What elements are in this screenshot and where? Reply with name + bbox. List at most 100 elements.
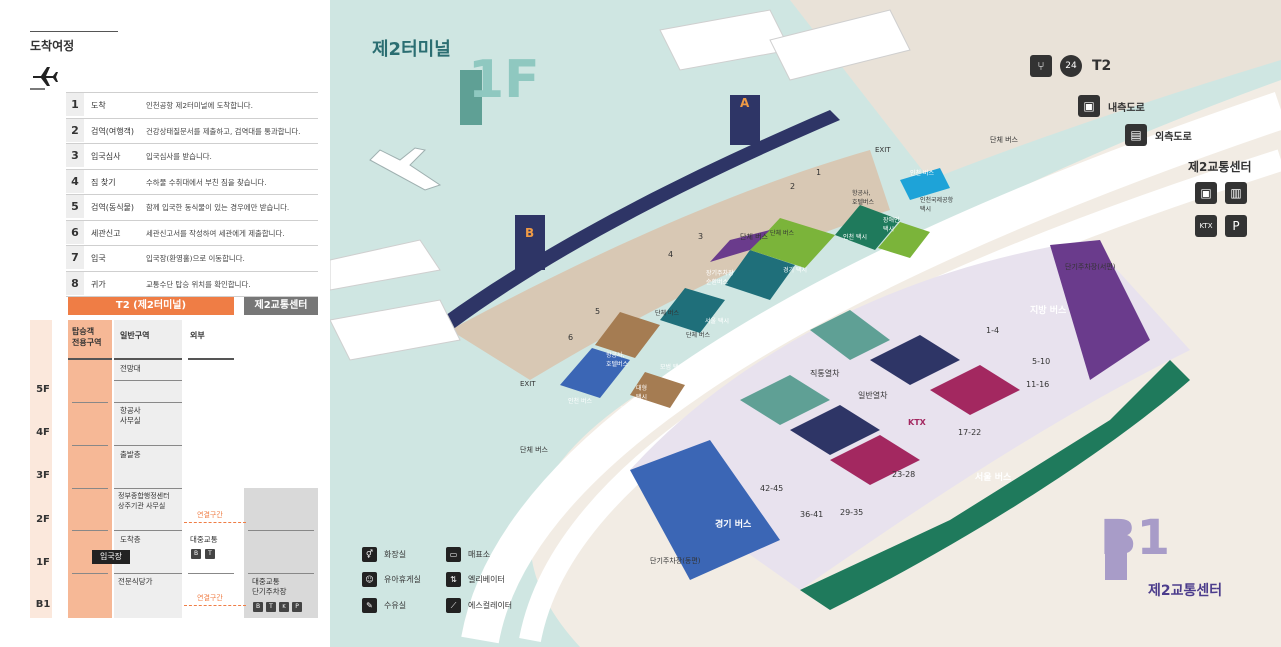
- stop-5a-label: 단체 버스: [655, 310, 679, 317]
- departure-floor-label: 출발층: [120, 450, 141, 459]
- stop-6e-label: 모범 택시: [660, 364, 684, 371]
- passenger-only-header: 탑승객 전용구역: [72, 327, 102, 347]
- nursing-room-icon: ☺: [362, 572, 377, 587]
- step-description: 입국장(환영홀)으로 이동합니다.: [146, 254, 245, 263]
- baby-bottle-icon: ✎: [362, 598, 377, 613]
- stop-2b-block: [878, 222, 930, 258]
- stop-3b-label: 장기주차장 순환버스: [706, 270, 734, 286]
- gate-a-label: A: [740, 96, 750, 110]
- group-bus-mid-label: 단체 버스: [740, 233, 768, 241]
- stop-3b-block: [710, 230, 770, 262]
- step-name: 도착: [91, 101, 106, 110]
- stop-2a-label: 항공사, 호텔버스: [852, 190, 875, 206]
- ktx-icon: K: [279, 602, 289, 612]
- gate-a-tower: [730, 95, 760, 145]
- floor-label-4f: 4F: [36, 427, 50, 438]
- line: [188, 573, 234, 574]
- step-name: 세관신고: [91, 228, 121, 238]
- traffic-center-label: 제2교통센터: [1188, 160, 1252, 174]
- step-description: 인천공항 제2터미널에 도착합니다.: [146, 101, 253, 110]
- rail-stairs-2: [870, 335, 960, 385]
- food-court-label: 전문식당가: [118, 577, 153, 586]
- train-icon: T: [266, 602, 276, 612]
- general-area-header: 일반구역: [120, 331, 150, 340]
- gyeonggi-bus-lane: [630, 440, 780, 580]
- legend-nursing: ☺ 유아휴게실: [362, 572, 421, 587]
- legend-escalator-label: 에스컬레이터: [468, 601, 513, 610]
- legend-nursing-label: 유아휴게실: [384, 575, 421, 584]
- connection-line-top: [184, 522, 246, 523]
- connection-line-bottom: [184, 605, 246, 606]
- stop-1b-label: 인천국제공항 택시: [920, 197, 954, 213]
- terminal-name: 제2터미널: [372, 39, 451, 60]
- rail-stairs-6: [830, 435, 920, 485]
- ktx-label: KTX: [908, 418, 926, 427]
- stop-1a-block: [900, 168, 950, 200]
- rail-stairs-4: [740, 375, 830, 425]
- stop-1a-label: 인천 버스: [910, 170, 934, 177]
- gate-number-6: 6: [568, 333, 574, 342]
- step-name: 검역(동식물): [91, 203, 135, 212]
- arrival-floor-label: 도착층: [120, 535, 141, 544]
- step-number: 3: [66, 144, 84, 167]
- bus-icon: B: [191, 549, 201, 559]
- tc-platform: [630, 240, 1190, 590]
- train-icon: ▥: [1225, 182, 1247, 204]
- regional-bus-label: 지방 버스: [1030, 306, 1067, 316]
- train-icon: T: [205, 549, 215, 559]
- step-name: 귀가: [91, 279, 106, 289]
- 24h-icon: 24: [1060, 55, 1082, 77]
- rail-stairs-1: [810, 310, 890, 360]
- general-area-column: [114, 320, 182, 618]
- map-canvas: [329, 0, 1281, 647]
- bay-17-22: 17-22: [958, 428, 982, 437]
- line: [114, 402, 182, 403]
- floor-1f-sign: 1F: [468, 50, 540, 110]
- step-description: 수하물 수취대에서 부친 짐을 찾습니다.: [146, 177, 267, 187]
- line: [114, 380, 182, 381]
- elevator-icon: ⇅: [446, 572, 461, 587]
- stop-6a-label: 항공사, 호텔버스: [606, 352, 629, 368]
- gate-number-1: 1: [816, 168, 822, 177]
- short-parking-east-label: 단기주차장(동편): [650, 557, 701, 565]
- connection-label-bottom: 연결구간: [197, 594, 223, 602]
- legend-restroom-label: 화장실: [384, 550, 407, 559]
- restaurant-icon: ⑂: [1030, 55, 1052, 77]
- step-description: 건강상태질문서를 제출하고, 검역대를 통과합니다.: [146, 126, 301, 136]
- connection-label-top: 연결구간: [197, 511, 223, 519]
- inner-road-label: 내측도로: [1108, 103, 1145, 114]
- airline-office-label: 항공사 사무실: [120, 406, 141, 425]
- public-transport-label: 대중교통: [190, 535, 218, 544]
- parking-icon: P: [1225, 215, 1247, 237]
- airplane-icon: [30, 67, 58, 90]
- line: [72, 488, 108, 489]
- traffic-center-bottom-label: 제2교통센터: [1148, 583, 1223, 599]
- tc-public-parking-label: 대중교통 단기주차장: [252, 577, 287, 596]
- step-number: 6: [66, 220, 84, 244]
- exit-bottom-label: EXIT: [520, 380, 536, 388]
- bay-5-10: 5-10: [1032, 357, 1051, 366]
- line: [72, 573, 108, 574]
- stop-6c-label: 대형 택시: [636, 385, 648, 401]
- restroom-icon: ⚥: [362, 547, 377, 562]
- parking-icon: P: [292, 602, 302, 612]
- gate-number-2: 2: [790, 182, 796, 191]
- line: [114, 530, 182, 531]
- line: [114, 445, 182, 446]
- outside-column: [186, 320, 236, 618]
- gyeonggi-bus-label: 경기 버스: [715, 520, 752, 530]
- seoul-bus-label: 서울 버스: [975, 473, 1012, 483]
- road-outer: [461, 92, 1281, 644]
- step-name: 검역(여행객): [91, 126, 135, 136]
- gov-center-label: 정부종합행정센터 상주기관 사무실: [118, 492, 170, 510]
- wing-west: [329, 299, 461, 361]
- line: [114, 573, 182, 574]
- direct-train-label: 직통열차: [810, 369, 840, 378]
- line: [248, 573, 314, 574]
- t2-label: T2: [1092, 58, 1112, 74]
- step-description: 교통수단 탑승 위치를 확인합니다.: [146, 279, 251, 289]
- bay-29-35: 29-35: [840, 508, 864, 517]
- step-name: 짐 찾기: [91, 177, 116, 187]
